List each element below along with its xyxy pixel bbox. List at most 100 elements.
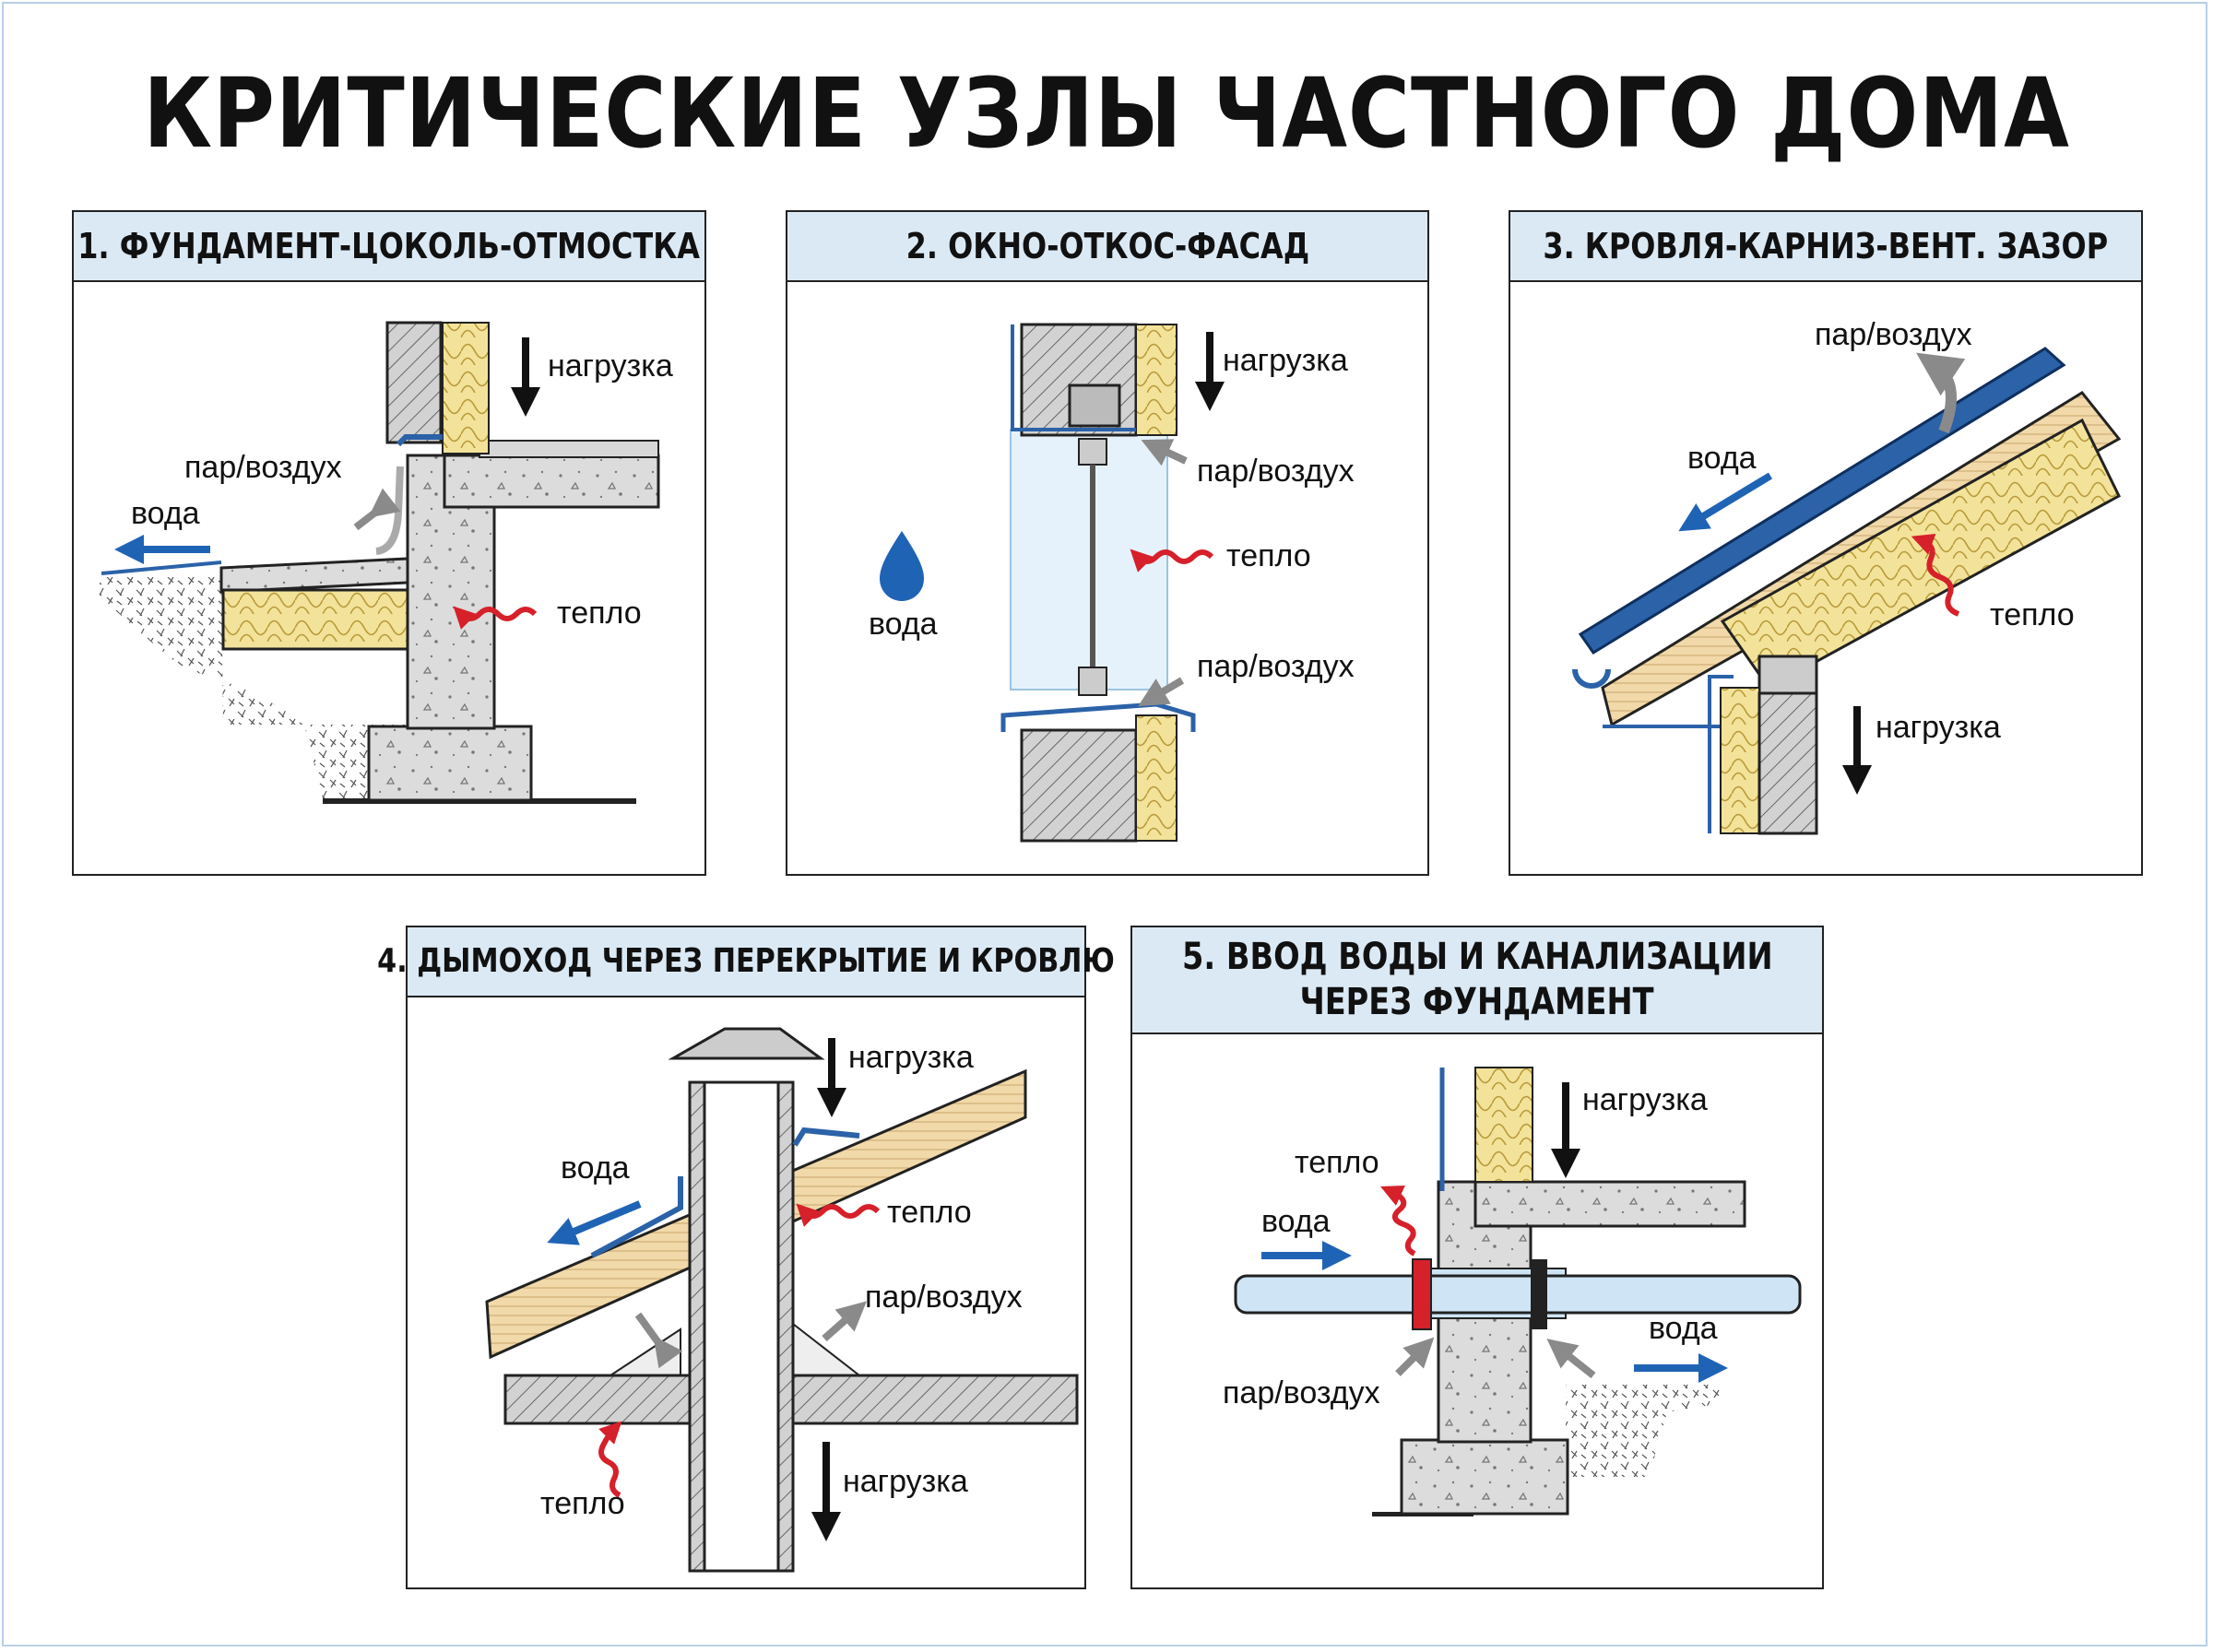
heat-arrow (453, 606, 538, 630)
panel-chimney: 4. ДЫМОХОД ЧЕРЕЗ ПЕРЕКРЫТИЕ И КРОВЛЮ наг… (377, 926, 1115, 1589)
heat-label-bottom: тепло (540, 1486, 625, 1521)
vapor-label: пар/воздух (865, 1280, 1023, 1315)
water-in-label: вода (1261, 1204, 1331, 1239)
flashing-left (590, 1176, 683, 1258)
foundation-diagram: нагрузка пар/воздух вода тепло (74, 282, 704, 874)
lower-insulation (1135, 714, 1178, 842)
vapor-label: пар/воздух (1223, 1375, 1380, 1410)
panel-heading: 5. ВВОД ВОДЫ И КАНАЛИЗАЦИИ ЧЕРЕЗ ФУНДАМЕ… (1132, 927, 1822, 1034)
seal-black (1531, 1259, 1547, 1329)
load-label: нагрузка (1876, 710, 2001, 745)
panel-heading-line1: 5. ВВОД ВОДЫ И КАНАЛИЗАЦИИ (1181, 936, 1773, 979)
heat-arrow-bottom (598, 1421, 622, 1498)
soil-fill (100, 577, 406, 798)
flashing-right (792, 1127, 860, 1147)
chimney-cap (668, 1027, 825, 1060)
water-arrow (1678, 472, 1773, 532)
panel-heading: 2. ОКНО-ОТКОС-ФАСАД (787, 212, 1427, 282)
water-out-label: вода (1649, 1311, 1718, 1346)
floor-slab (443, 454, 660, 509)
heat-label-top: тепло (887, 1195, 972, 1230)
water-drop-icon (880, 531, 924, 601)
vapor-label-top: пар/воздух (1197, 454, 1355, 489)
floor-slab-top (479, 440, 659, 458)
water-label: вода (1687, 441, 1757, 476)
heat-arrow (1130, 549, 1214, 572)
chimney-flue (703, 1080, 780, 1573)
heat-arrow-top (796, 1203, 881, 1227)
vapor-arrow-bottom (1138, 677, 1185, 707)
panel-heading-text: 1. ФУНДАМЕНТ-ЦОКОЛЬ-ОТМОСТКА (77, 225, 701, 266)
page-title: КРИТИЧЕСКИЕ УЗЛЫ ЧАСТНОГО ДОМА (143, 57, 2070, 170)
heat-arrow (1911, 533, 1960, 617)
vapor-arrow-right (822, 1301, 867, 1341)
footing (367, 725, 533, 802)
load-label-top: нагрузка (848, 1040, 974, 1075)
seal-red (1412, 1258, 1432, 1330)
soil-fill (1566, 1385, 1722, 1477)
gutter (1572, 668, 1611, 689)
vapor-arrow-left (634, 1312, 683, 1369)
pipe (1234, 1274, 1802, 1315)
water-arrow (547, 1200, 642, 1245)
water-label: вода (131, 496, 200, 531)
flashing (396, 434, 443, 447)
chimney-diagram: нагрузка вода тепло пар/воздух тепло наг… (408, 997, 1084, 1587)
panel-pipe-entry: 5. ВВОД ВОДЫ И КАНАЛИЗАЦИИ ЧЕРЕЗ ФУНДАМЕ… (1130, 926, 1824, 1589)
blind-area-slab (219, 557, 409, 594)
vapor-label: пар/воздух (184, 450, 342, 485)
window-frame-bottom (1078, 667, 1107, 696)
lower-wall (1020, 728, 1138, 843)
roof-diagram: пар/воздух вода тепло нагрузка (1510, 282, 2141, 874)
panel-heading-text: 2. ОКНО-ОТКОС-ФАСАД (905, 225, 1309, 266)
vapor-arrow-right (1546, 1339, 1596, 1379)
upper-trim (1011, 324, 1136, 431)
wall-plate (1757, 655, 1818, 695)
footing (1400, 1438, 1569, 1516)
load-label: нагрузка (1223, 343, 1348, 378)
panel-window: 2. ОКНО-ОТКОС-ФАСАД нагрузка пар/воздух … (786, 210, 1429, 876)
window-frame-top (1078, 438, 1107, 466)
water-label: вода (869, 607, 938, 642)
wall-cladding (1708, 675, 1734, 833)
insulation-left (607, 1328, 681, 1376)
load-label: нагрузка (1582, 1082, 1708, 1117)
water-label: вода (561, 1150, 630, 1186)
vapor-arrow-left (1395, 1337, 1435, 1376)
masonry-wall (385, 321, 443, 444)
panel-heading: 3. КРОВЛЯ-КАРНИЗ-ВЕНТ. ЗАЗОР (1510, 212, 2141, 282)
pipe-entry-diagram: нагрузка тепло вода вода пар/воздух (1132, 1034, 1822, 1587)
vapor-arrow (353, 488, 401, 531)
eave-board (1603, 725, 1734, 728)
lintel (1068, 384, 1121, 428)
vapor-arrow-top (1141, 439, 1188, 466)
heat-label: тепло (557, 596, 642, 631)
panel-heading: 1. ФУНДАМЕНТ-ЦОКОЛЬ-ОТМОСТКА (74, 212, 704, 282)
upper-insulation (1135, 324, 1178, 436)
heat-label: тепло (1295, 1145, 1379, 1180)
roof-insulation (1720, 418, 2121, 690)
panel-heading: 4. ДЫМОХОД ЧЕРЕЗ ПЕРЕКРЫТИЕ И КРОВЛЮ (377, 927, 1115, 997)
panel-foundation: 1. ФУНДАМЕНТ-ЦОКОЛЬ-ОТМОСТКА нагрузка па… (72, 210, 706, 876)
panel-heading-text: 3. КРОВЛЯ-КАРНИЗ-ВЕНТ. ЗАЗОР (1543, 225, 2109, 266)
wall-insulation (442, 322, 490, 454)
heat-label: тепло (1226, 538, 1311, 573)
heat-arrow (1380, 1186, 1416, 1257)
heat-label: тепло (1990, 597, 2075, 632)
wall-masonry (1757, 691, 1818, 835)
vapor-arrow (1916, 352, 1966, 434)
wall-insulation (1474, 1067, 1533, 1183)
floor-slab (1473, 1180, 1746, 1228)
panel-heading-line2: ЧЕРЕЗ ФУНДАМЕНТ (1300, 981, 1654, 1023)
panel-heading-text: 4. ДЫМОХОД ЧЕРЕЗ ПЕРЕКРЫТИЕ И КРОВЛЮ (377, 942, 1115, 981)
membrane-line (101, 560, 222, 575)
window-diagram: нагрузка пар/воздух тепло вода пар/возду… (787, 282, 1427, 874)
panel-roof: 3. КРОВЛЯ-КАРНИЗ-ВЕНТ. ЗАЗОР пар/воздух … (1509, 210, 2143, 876)
load-label: нагрузка (548, 348, 673, 384)
blind-area-insulation (221, 588, 409, 651)
wall-insulation (1720, 687, 1760, 834)
load-label-bottom: нагрузка (843, 1464, 968, 1499)
vapor-label: пар/воздух (1815, 317, 1972, 352)
vapor-label-bottom: пар/воздух (1197, 649, 1355, 684)
